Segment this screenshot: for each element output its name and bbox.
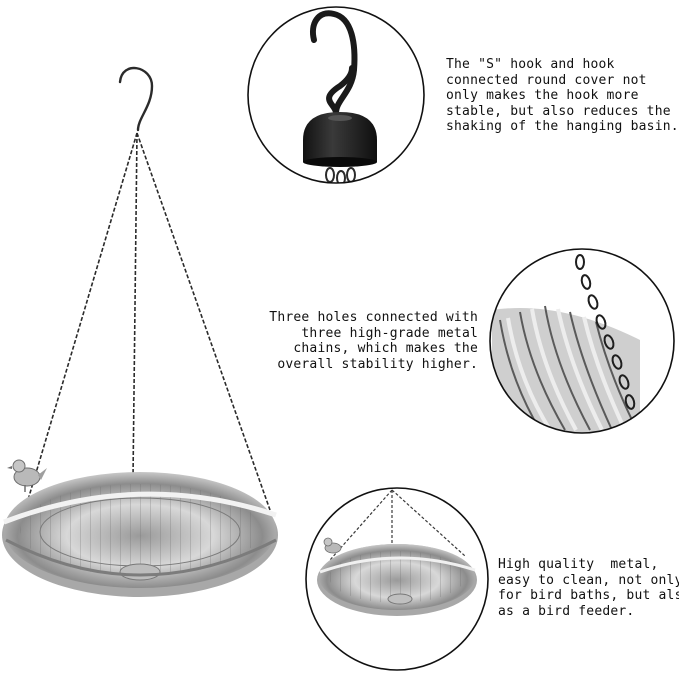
main-chains <box>21 132 271 521</box>
hook-cover-icon <box>303 112 377 167</box>
detail-circle-hook <box>247 6 425 184</box>
s-hook-icon <box>118 66 154 132</box>
s-hook-detail-icon <box>310 10 358 116</box>
small-bird-figurine-icon <box>323 537 342 554</box>
caption-hook-cover: The "S" hook and hook connected round co… <box>446 57 679 134</box>
detail-circle-chain <box>489 248 675 434</box>
main-bowl <box>2 472 278 597</box>
caption-three-chains: Three holes connected with three high-gr… <box>269 310 478 372</box>
main-bird-bath <box>2 66 278 597</box>
caption-high-quality-metal: High quality metal, easy to clean, not o… <box>498 557 679 619</box>
chain-detail-links <box>575 254 636 410</box>
detail-circle-small-bath <box>305 487 489 671</box>
bird-figurine-icon <box>7 459 47 492</box>
